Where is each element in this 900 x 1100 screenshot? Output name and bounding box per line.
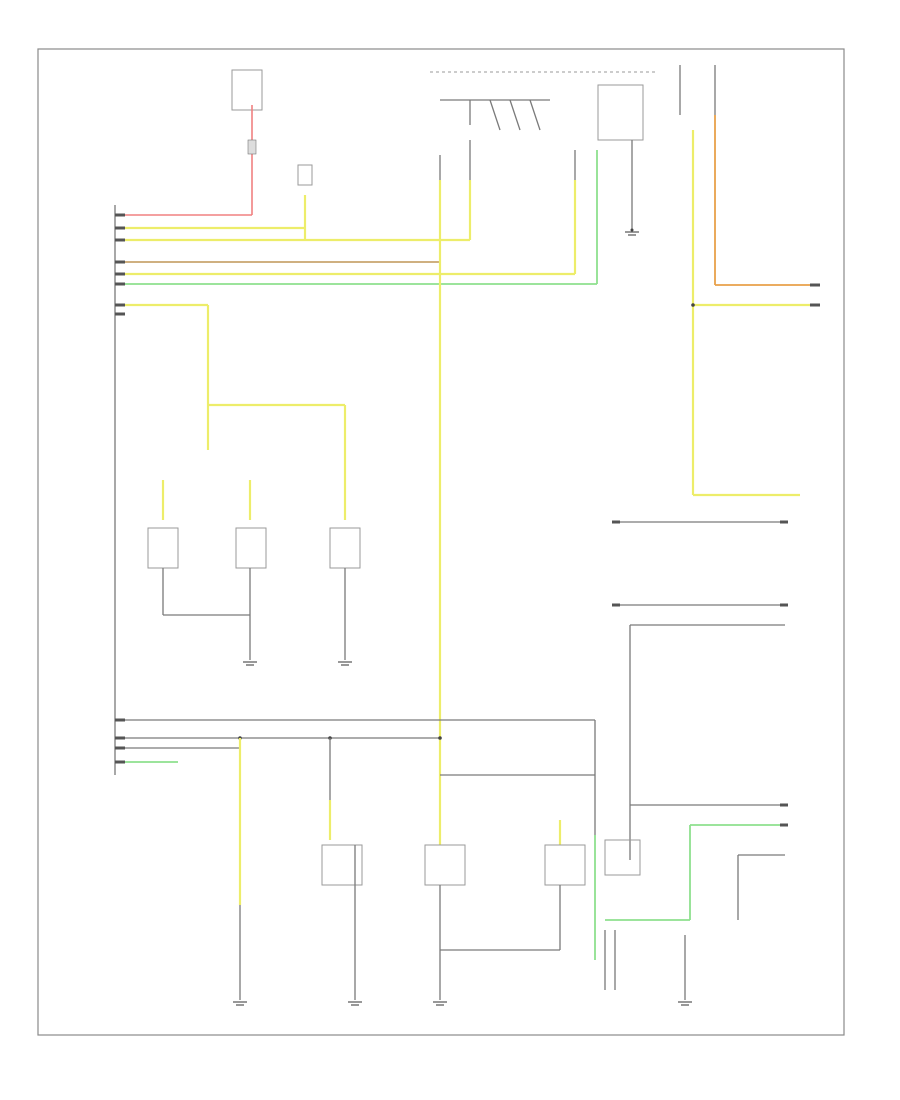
fuse-connector (247, 139, 257, 155)
lower-module-bus (125, 719, 596, 835)
lower-right-harness (594, 803, 788, 1006)
lower-switches (233, 738, 641, 1006)
relay-box (597, 84, 644, 141)
top-switch-array (430, 71, 655, 284)
fuse-block-box (231, 69, 263, 111)
left-module-pins (115, 213, 125, 764)
left-switch-cluster (147, 305, 361, 666)
upper-module-wires (125, 226, 597, 307)
top-left-fuse-group (120, 69, 263, 216)
diagram-frame (37, 48, 845, 1036)
right-upper-feed (679, 65, 820, 497)
upper-ground-node (297, 164, 313, 240)
right-middle-connectors (612, 520, 788, 860)
